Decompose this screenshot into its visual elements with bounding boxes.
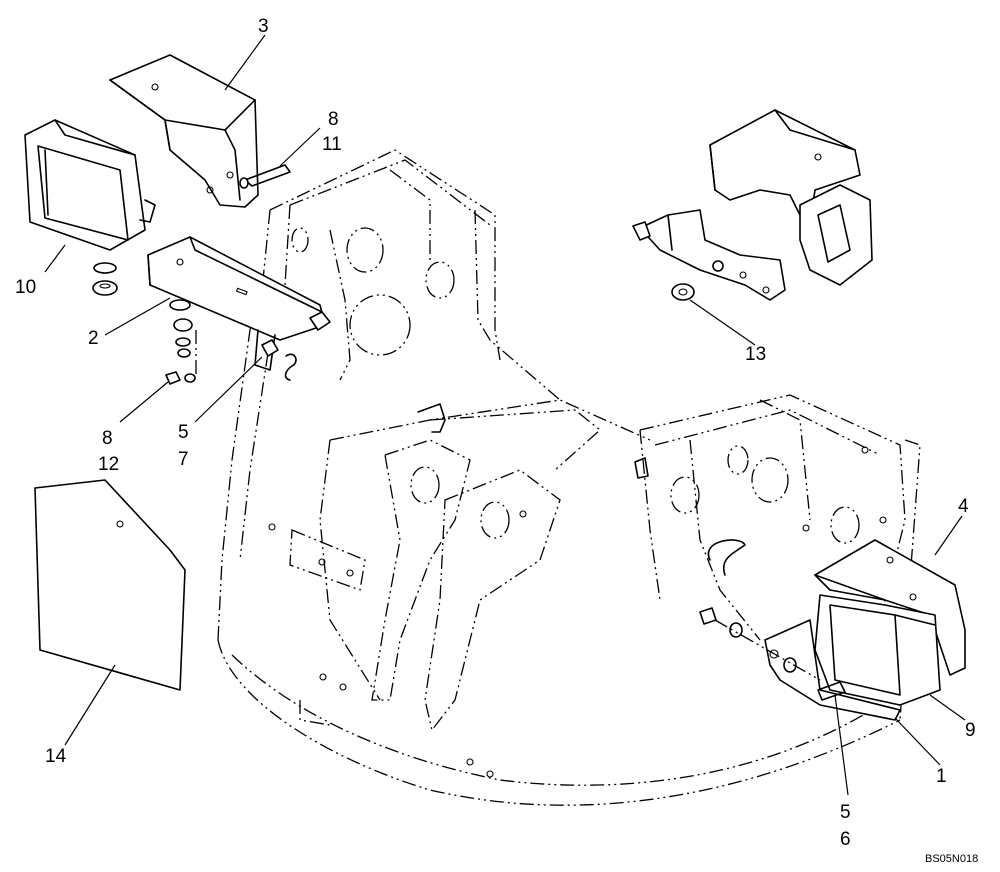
callout-11: 11 xyxy=(322,134,342,155)
work-lamp-10 xyxy=(24,119,156,296)
leader-lines xyxy=(44,34,966,796)
callout-9: 9 xyxy=(965,720,976,741)
callout-6: 6 xyxy=(840,829,851,850)
callout-13: 13 xyxy=(745,344,766,365)
callout-5-right: 5 xyxy=(840,802,851,823)
bracket-3 xyxy=(109,54,291,208)
assembled-lamp-bottom xyxy=(699,539,966,721)
loader-frame-outline xyxy=(217,149,921,806)
callout-8-bottom: 8 xyxy=(102,428,113,449)
callouts: 3 8 11 10 2 8 12 5 7 13 4 9 1 5 6 14 xyxy=(15,16,976,850)
callout-7: 7 xyxy=(178,449,189,470)
mounting-bar-2 xyxy=(147,236,331,385)
callout-10: 10 xyxy=(15,277,36,298)
callout-14: 14 xyxy=(45,746,67,767)
callout-3: 3 xyxy=(258,16,269,37)
mud-flap-14 xyxy=(34,479,186,691)
callout-12: 12 xyxy=(98,454,119,475)
reference-code: BS05N018 xyxy=(925,853,978,865)
assembled-lamp-top xyxy=(632,109,873,301)
callout-8-top: 8 xyxy=(328,109,339,130)
callout-4: 4 xyxy=(958,496,969,517)
callout-2: 2 xyxy=(88,328,99,349)
callout-5-left: 5 xyxy=(178,422,189,443)
callout-1: 1 xyxy=(936,766,947,787)
